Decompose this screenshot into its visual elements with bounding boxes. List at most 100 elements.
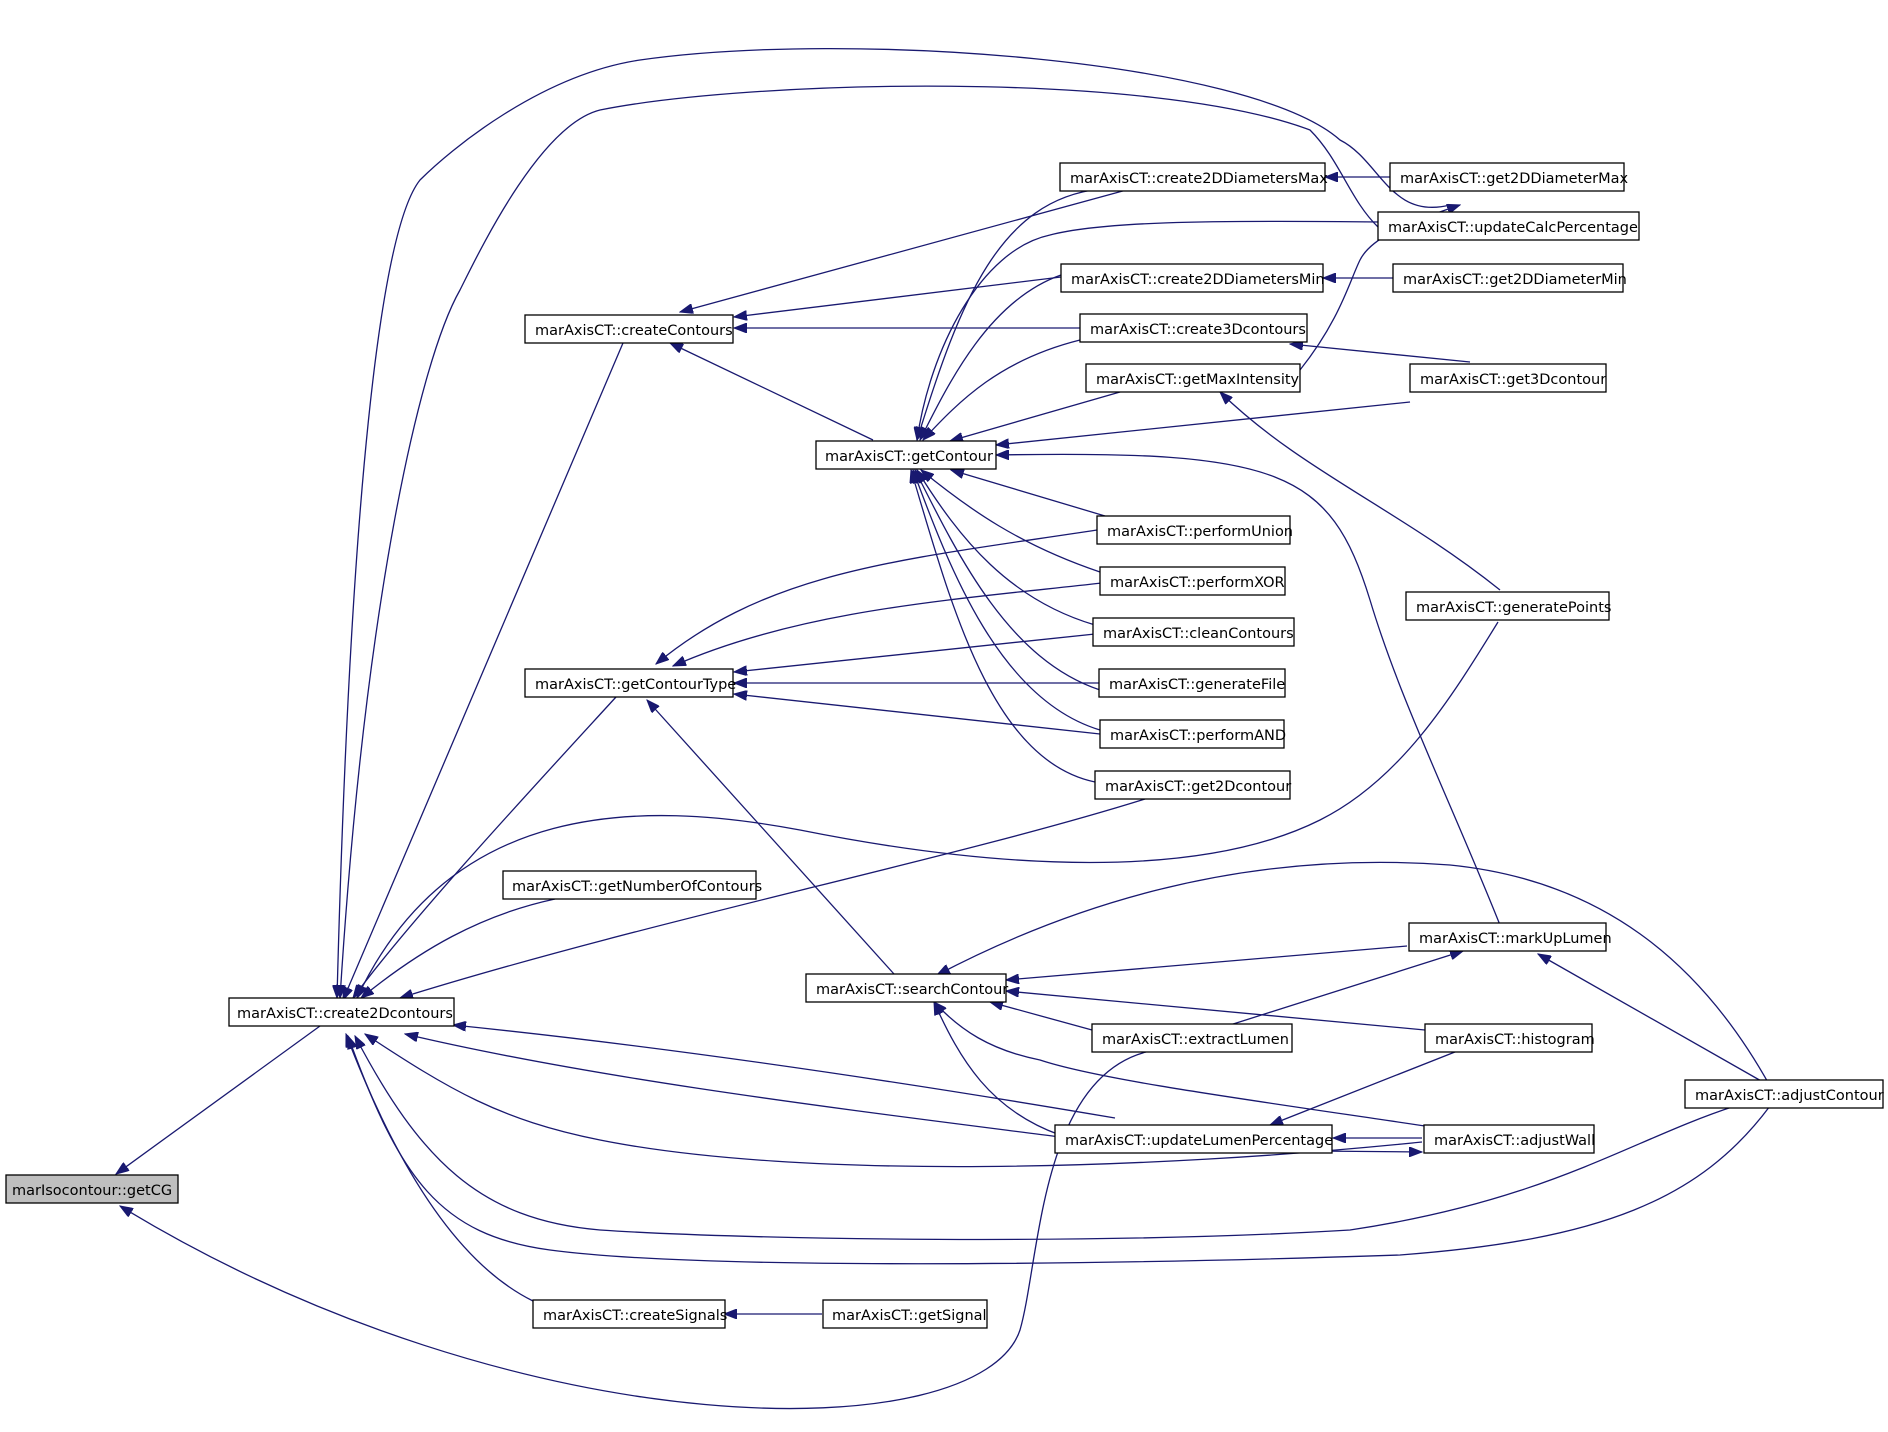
edge-updateCalc-create2Dcontours-a <box>337 47 1451 998</box>
node-performUnion[interactable]: marAxisCT::performUnion <box>1096 515 1293 545</box>
edge-adjustContour-searchContour <box>937 861 1771 1087</box>
node-extractLumen[interactable]: marAxisCT::extractLumen <box>1091 1023 1293 1053</box>
node-create3Dcontours[interactable]: marAxisCT::create3Dcontours <box>1079 313 1308 343</box>
node-label: marAxisCT::performUnion <box>1107 524 1293 540</box>
node-label: marAxisCT::get3Dcontour <box>1420 372 1606 388</box>
edge-get2Dcontour-create2Dcontours <box>400 798 1146 998</box>
edge-extractLumen-markUpLumen <box>1229 951 1463 1026</box>
node-label: marAxisCT::createSignals <box>543 1308 727 1324</box>
edge-updateCalc-create2Dcontours-b <box>340 85 1379 998</box>
node-label: marAxisCT::histogram <box>1435 1032 1595 1048</box>
node-get3Dcontour[interactable]: marAxisCT::get3Dcontour <box>1409 363 1607 393</box>
edge-markUpLumen-getContour <box>996 454 1501 926</box>
edge-createSignals-create2Dcontours <box>345 1034 534 1302</box>
edge-performAND-getContourType <box>734 694 1101 735</box>
node-label: marAxisCT::create2DDiametersMax <box>1070 171 1328 187</box>
edge-adjustContour-create2Dcontours-a <box>355 1036 1736 1241</box>
edge-markUpLumen-searchContour <box>1006 945 1408 980</box>
node-cleanContours[interactable]: marAxisCT::cleanContours <box>1092 617 1295 647</box>
edge-createContours-create2Dcontours <box>342 342 624 1000</box>
edge-updateLumen-create2Dcontours-a <box>453 1025 1116 1119</box>
node-getCG[interactable]: marIsocontour::getCG <box>5 1174 179 1204</box>
edge-searchContour-getContourType <box>647 700 895 975</box>
node-generateFile[interactable]: marAxisCT::generateFile <box>1098 668 1286 698</box>
node-create2DDiametersMax[interactable]: marAxisCT::create2DDiametersMax <box>1059 162 1328 192</box>
edge-performAND-getContour <box>913 470 1101 731</box>
node-label: marAxisCT::performXOR <box>1110 575 1285 591</box>
node-label: marAxisCT::updateLumenPercentage <box>1065 1133 1333 1149</box>
edge-cleanContours-getContour <box>917 470 1096 626</box>
edge-create2DDiametersMax-createContours <box>680 188 1131 312</box>
edge-create2DDiametersMax-getContour <box>917 188 1101 440</box>
edge-updateLumen-create2Dcontours-b <box>405 1034 1061 1138</box>
node-label: marIsocontour::getCG <box>12 1183 172 1199</box>
node-updateCalcPercentage[interactable]: marAxisCT::updateCalcPercentage <box>1377 211 1640 241</box>
nodes: marIsocontour::getCG marAxisCT::create2D… <box>5 162 1884 1329</box>
node-getNumberOfContours[interactable]: marAxisCT::getNumberOfContours <box>502 870 762 900</box>
node-label: marAxisCT::getNumberOfContours <box>512 879 762 895</box>
edge-create2Dcontours-getCG <box>116 1025 321 1174</box>
node-updateLumenPercentage[interactable]: marAxisCT::updateLumenPercentage <box>1054 1124 1333 1154</box>
node-get2DDiameterMax[interactable]: marAxisCT::get2DDiameterMax <box>1389 162 1629 192</box>
node-label: marAxisCT::get2DDiameterMin <box>1403 272 1627 288</box>
node-histogram[interactable]: marAxisCT::histogram <box>1424 1023 1595 1053</box>
node-markUpLumen[interactable]: marAxisCT::markUpLumen <box>1408 922 1612 952</box>
node-get2DDiameterMin[interactable]: marAxisCT::get2DDiameterMin <box>1392 263 1627 293</box>
node-getMaxIntensity[interactable]: marAxisCT::getMaxIntensity <box>1085 363 1301 393</box>
edge-getMaxIntensity-getContour <box>950 391 1121 441</box>
edge-histogram-extractLumen <box>1270 1049 1461 1126</box>
edge-get3Dcontour-create3Dcontours <box>1290 344 1471 363</box>
node-label: marAxisCT::performAND <box>1110 728 1286 744</box>
node-label: marAxisCT::updateCalcPercentage <box>1388 220 1638 236</box>
edge-performXOR-getContour <box>921 470 1101 573</box>
edge-getContourType-create2Dcontours <box>353 696 617 998</box>
node-createSignals[interactable]: marAxisCT::createSignals <box>532 1299 727 1329</box>
edge-extractLumen-searchContour <box>990 1002 1093 1031</box>
node-performAND[interactable]: marAxisCT::performAND <box>1099 719 1286 749</box>
edge-get2Dcontour-getContour <box>911 470 1096 783</box>
node-adjustContour[interactable]: marAxisCT::adjustContour <box>1684 1079 1884 1109</box>
node-generatePoints[interactable]: marAxisCT::generatePoints <box>1405 591 1611 621</box>
node-searchContour[interactable]: marAxisCT::searchContour <box>805 973 1008 1003</box>
node-getSignal[interactable]: marAxisCT::getSignal <box>822 1299 988 1329</box>
node-label: marAxisCT::generatePoints <box>1416 600 1611 616</box>
node-adjustWall[interactable]: marAxisCT::adjustWall <box>1423 1124 1595 1154</box>
node-label: marAxisCT::adjustWall <box>1434 1133 1595 1149</box>
edge-performUnion-getContourType <box>656 529 1098 664</box>
edge-get3Dcontour-getContour <box>996 401 1411 445</box>
node-label: marAxisCT::generateFile <box>1109 677 1285 693</box>
node-label: marAxisCT::cleanContours <box>1103 626 1294 642</box>
node-get2Dcontour[interactable]: marAxisCT::get2Dcontour <box>1094 770 1291 800</box>
node-create2DDiametersMin[interactable]: marAxisCT::create2DDiametersMin <box>1060 263 1325 293</box>
node-getContour[interactable]: marAxisCT::getContour <box>815 440 997 470</box>
edge-create2DDiametersMin-getContour <box>920 274 1062 440</box>
node-label: marAxisCT::getSignal <box>832 1308 987 1324</box>
node-createContours[interactable]: marAxisCT::createContours <box>524 314 734 344</box>
node-label: marAxisCT::markUpLumen <box>1419 931 1612 947</box>
node-getContourType[interactable]: marAxisCT::getContourType <box>524 668 736 698</box>
edge-adjustWall-create2Dcontours <box>365 1034 1423 1168</box>
node-label: marAxisCT::createContours <box>535 323 733 339</box>
node-label: marAxisCT::getMaxIntensity <box>1096 372 1300 388</box>
node-label: marAxisCT::create3Dcontours <box>1090 322 1306 338</box>
node-create2Dcontours[interactable]: marAxisCT::create2Dcontours <box>228 997 455 1027</box>
edge-cleanContours-getContourType <box>734 633 1096 672</box>
edge-create3Dcontours-getContour <box>923 339 1081 440</box>
node-performXOR[interactable]: marAxisCT::performXOR <box>1099 566 1286 596</box>
node-label: marAxisCT::adjustContour <box>1695 1088 1884 1104</box>
node-label: marAxisCT::get2DDiameterMax <box>1400 171 1629 187</box>
node-label: marAxisCT::getContourType <box>535 677 736 693</box>
edge-performXOR-getContourType <box>673 582 1103 667</box>
edge-generatePoints-create2Dcontours <box>357 621 1499 998</box>
edge-histogram-searchContour <box>1006 991 1426 1031</box>
edge-updateLumen-searchContour <box>933 1002 1061 1136</box>
edges <box>116 47 1771 1410</box>
edge-extractLumen-getCG <box>120 1051 1147 1410</box>
edge-adjustContour-markUpLumen <box>1538 954 1771 1087</box>
edge-generateFile-getContour <box>915 470 1101 691</box>
node-label: marAxisCT::searchContour <box>816 982 1008 998</box>
node-label: marAxisCT::create2DDiametersMin <box>1071 272 1325 288</box>
node-label: marAxisCT::get2Dcontour <box>1105 779 1291 795</box>
edge-getContour-createContours <box>670 343 874 441</box>
